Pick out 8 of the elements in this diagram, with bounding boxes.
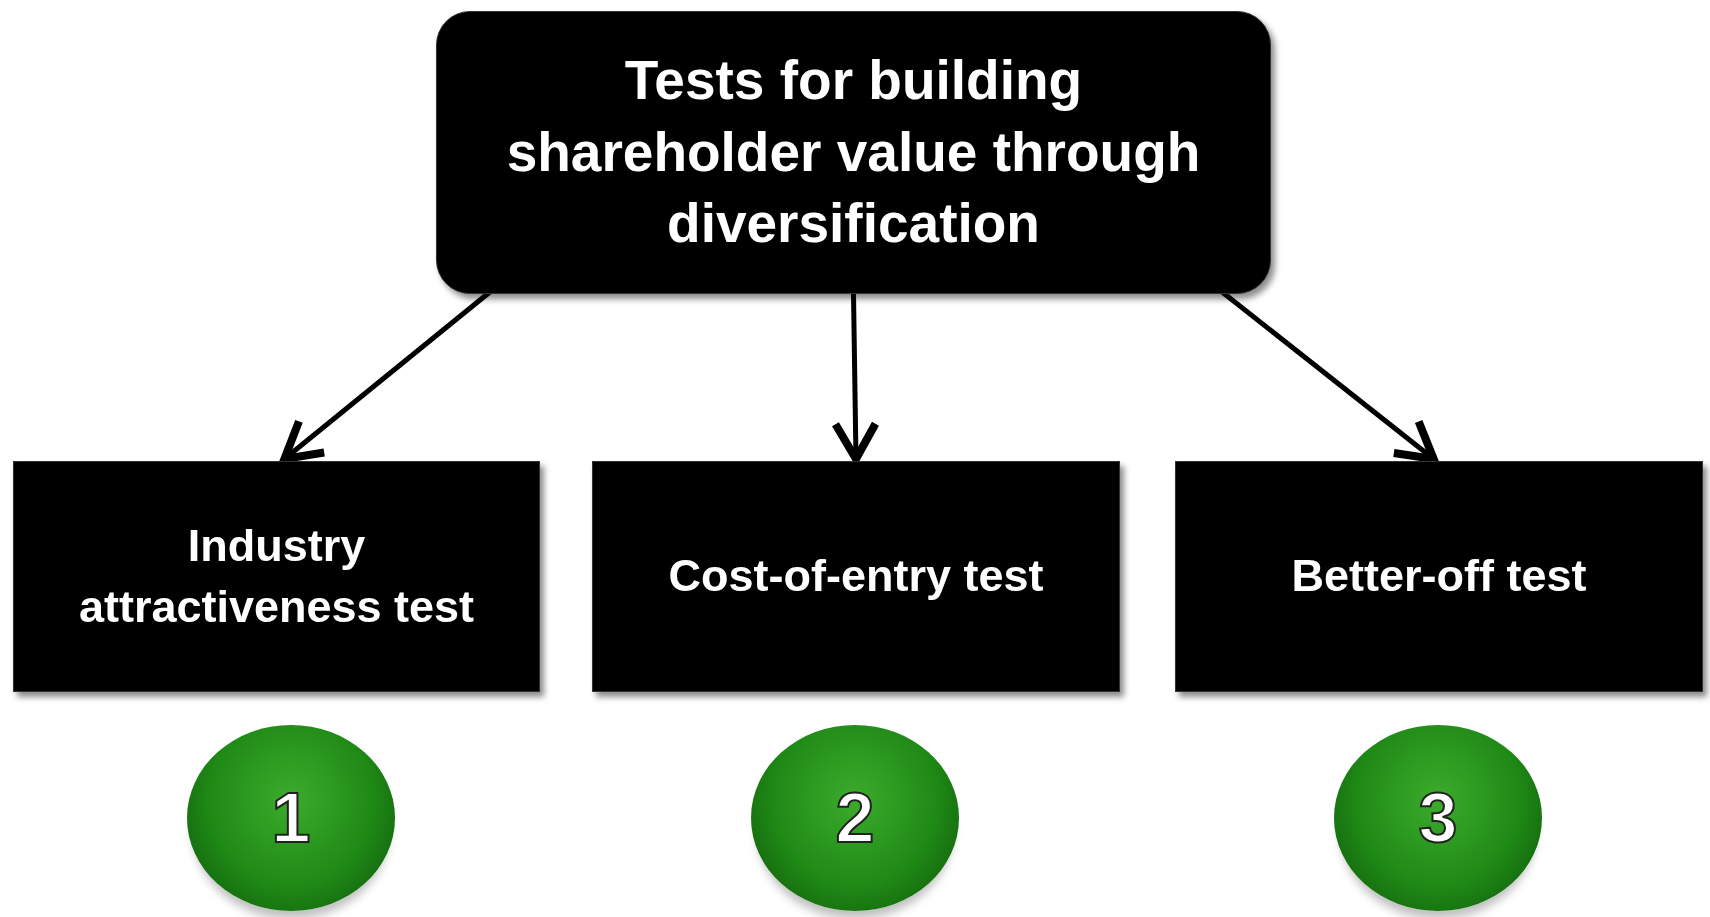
number-circle: 2 xyxy=(751,725,959,911)
title-box: Tests for building shareholder value through diversification xyxy=(436,11,1271,294)
process-box: Industry attractiveness test xyxy=(13,461,540,692)
number-circle: 3 xyxy=(1334,725,1542,911)
process-box: Cost-of-entry test xyxy=(592,461,1120,692)
number-circle: 1 xyxy=(187,725,395,911)
arrow xyxy=(831,293,880,463)
process-box: Better-off test xyxy=(1175,461,1703,692)
